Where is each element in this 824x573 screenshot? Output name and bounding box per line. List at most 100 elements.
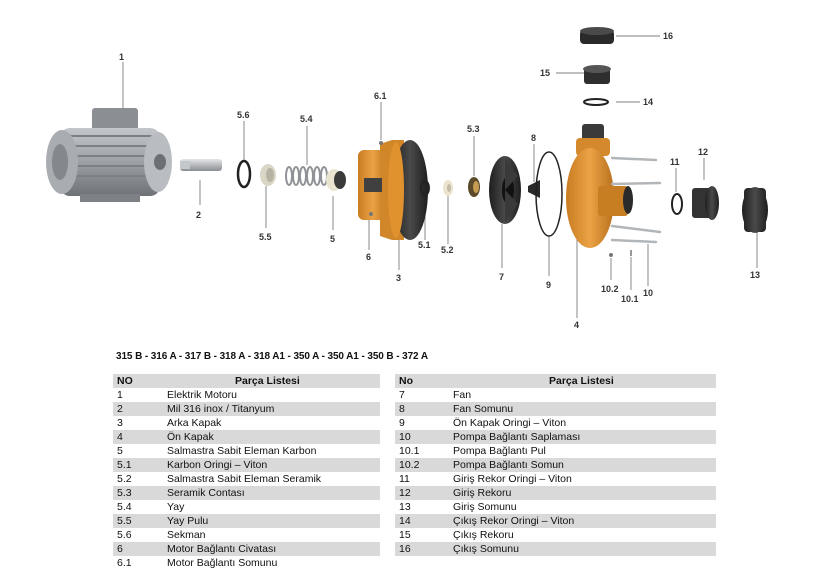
row-no: 7: [399, 389, 405, 401]
front-cover: [566, 124, 633, 248]
callout-5-5: 5.5: [259, 232, 272, 242]
header-no: No: [395, 374, 449, 388]
outlet-oring: [583, 98, 609, 106]
spring: [285, 166, 328, 186]
row-no: 6.1: [117, 557, 132, 569]
row-no: 11: [399, 473, 410, 485]
row-no: 6: [113, 542, 165, 556]
table-row: 5.2 Salmastra Sabit Eleman Seramik: [113, 472, 380, 486]
row-no: 12: [395, 486, 449, 500]
callout-13: 13: [750, 270, 760, 280]
callout-labels: 1 2 5.6 5.5 5.4 5 6.1 6 3 5.1 5.2 5.3 7 …: [119, 31, 760, 330]
row-no: 1: [117, 389, 123, 401]
row-no: 10.1: [399, 445, 420, 457]
row-label: Pompa Bağlantı Saplaması: [449, 430, 716, 444]
table-row: 3 Arka Kapak: [113, 416, 380, 430]
row-label: Pompa Bağlantı Pul: [453, 445, 546, 457]
row-no: 5.2: [117, 473, 132, 485]
header-parts-list: Parça Listesi: [165, 374, 380, 388]
row-label: Salmastra Sabit Eleman Karbon: [167, 445, 317, 457]
exploded-pump-diagram: 1 2 5.6 5.5 5.4 5 6.1 6 3 5.1 5.2 5.3 7 …: [46, 27, 768, 330]
inlet-nut: [742, 187, 768, 233]
callout-12: 12: [698, 147, 708, 157]
carbon-seal: [326, 169, 346, 191]
row-label: Yay: [167, 501, 185, 513]
row-label: Giriş Rekoru: [449, 486, 716, 500]
callout-15: 15: [540, 68, 550, 78]
motor-nut: [379, 141, 383, 145]
row-label: Arka Kapak: [167, 417, 222, 429]
inlet-oring: [671, 193, 683, 215]
back-cover: [358, 140, 428, 240]
front-cover-oring: [535, 151, 563, 237]
row-label: Giriş Rekor Oringi – Viton: [453, 473, 572, 485]
circlip: [236, 159, 252, 189]
callout-3: 3: [396, 273, 401, 283]
row-label: Karbon Oringi – Viton: [165, 458, 380, 472]
callout-14: 14: [643, 97, 653, 107]
row-no: 13: [399, 501, 411, 513]
row-no: 15: [399, 529, 411, 541]
row-label: Çıkış Rekor Oringi – Viton: [449, 514, 716, 528]
table-header-row: NO Parça Listesi: [113, 374, 380, 388]
callout-2: 2: [196, 210, 201, 220]
spring-washer: [260, 164, 276, 186]
callout-8: 8: [531, 133, 536, 143]
callout-5-4: 5.4: [300, 114, 313, 124]
row-no: 14: [395, 514, 449, 528]
callout-5-3: 5.3: [467, 124, 480, 134]
callout-6: 6: [366, 252, 371, 262]
row-label: Fan: [453, 389, 472, 401]
electric-motor: [46, 108, 172, 202]
table-row: 15 Çıkış Rekoru: [395, 528, 716, 542]
callout-5-2: 5.2: [441, 245, 454, 255]
callout-11: 11: [670, 157, 680, 167]
row-label: Motor Bağlantı Somunu: [167, 557, 278, 569]
row-no: 5.1: [113, 458, 165, 472]
row-label: Çıkış Rekoru: [453, 529, 514, 541]
inlet-fitting: [692, 186, 719, 220]
ceramic-seal: [443, 180, 453, 196]
row-no: 8: [395, 402, 449, 416]
row-label: Fan Somunu: [449, 402, 716, 416]
row-label: Mil 316 inox / Titanyum: [165, 402, 380, 416]
row-label: Sekman: [167, 529, 206, 541]
row-no: 5.3: [113, 486, 165, 500]
row-label: Ön Kapak Oringi – Viton: [453, 417, 567, 429]
callout-10-1: 10.1: [621, 294, 639, 304]
row-no: 3: [117, 417, 123, 429]
leader-lines: [122, 35, 758, 318]
row-no: 5: [117, 445, 123, 457]
ceramic-gasket: [468, 177, 480, 197]
row-no: 10: [395, 430, 449, 444]
model-list-title: 315 B - 316 A - 317 B - 318 A - 318 A1 -…: [116, 351, 428, 362]
row-label: Giriş Somunu: [453, 501, 517, 513]
row-label: Elektrik Motoru: [167, 389, 238, 401]
table-row: 10.1 Pompa Bağlantı Pul: [395, 444, 716, 458]
row-label: Salmastra Sabit Eleman Seramik: [167, 473, 322, 485]
callout-10-2: 10.2: [601, 284, 619, 294]
outlet-nut: [580, 27, 614, 44]
fan-nut: [528, 180, 540, 198]
motor-bolt: [369, 212, 373, 216]
row-no: 16: [395, 542, 449, 556]
header-parts-list: Parça Listesi: [449, 374, 716, 388]
row-no: 10.2: [395, 458, 449, 472]
pump-studs: [610, 156, 662, 244]
callout-10: 10: [643, 288, 653, 298]
carbon-oring: [420, 180, 430, 196]
callout-6-1: 6.1: [374, 91, 387, 101]
